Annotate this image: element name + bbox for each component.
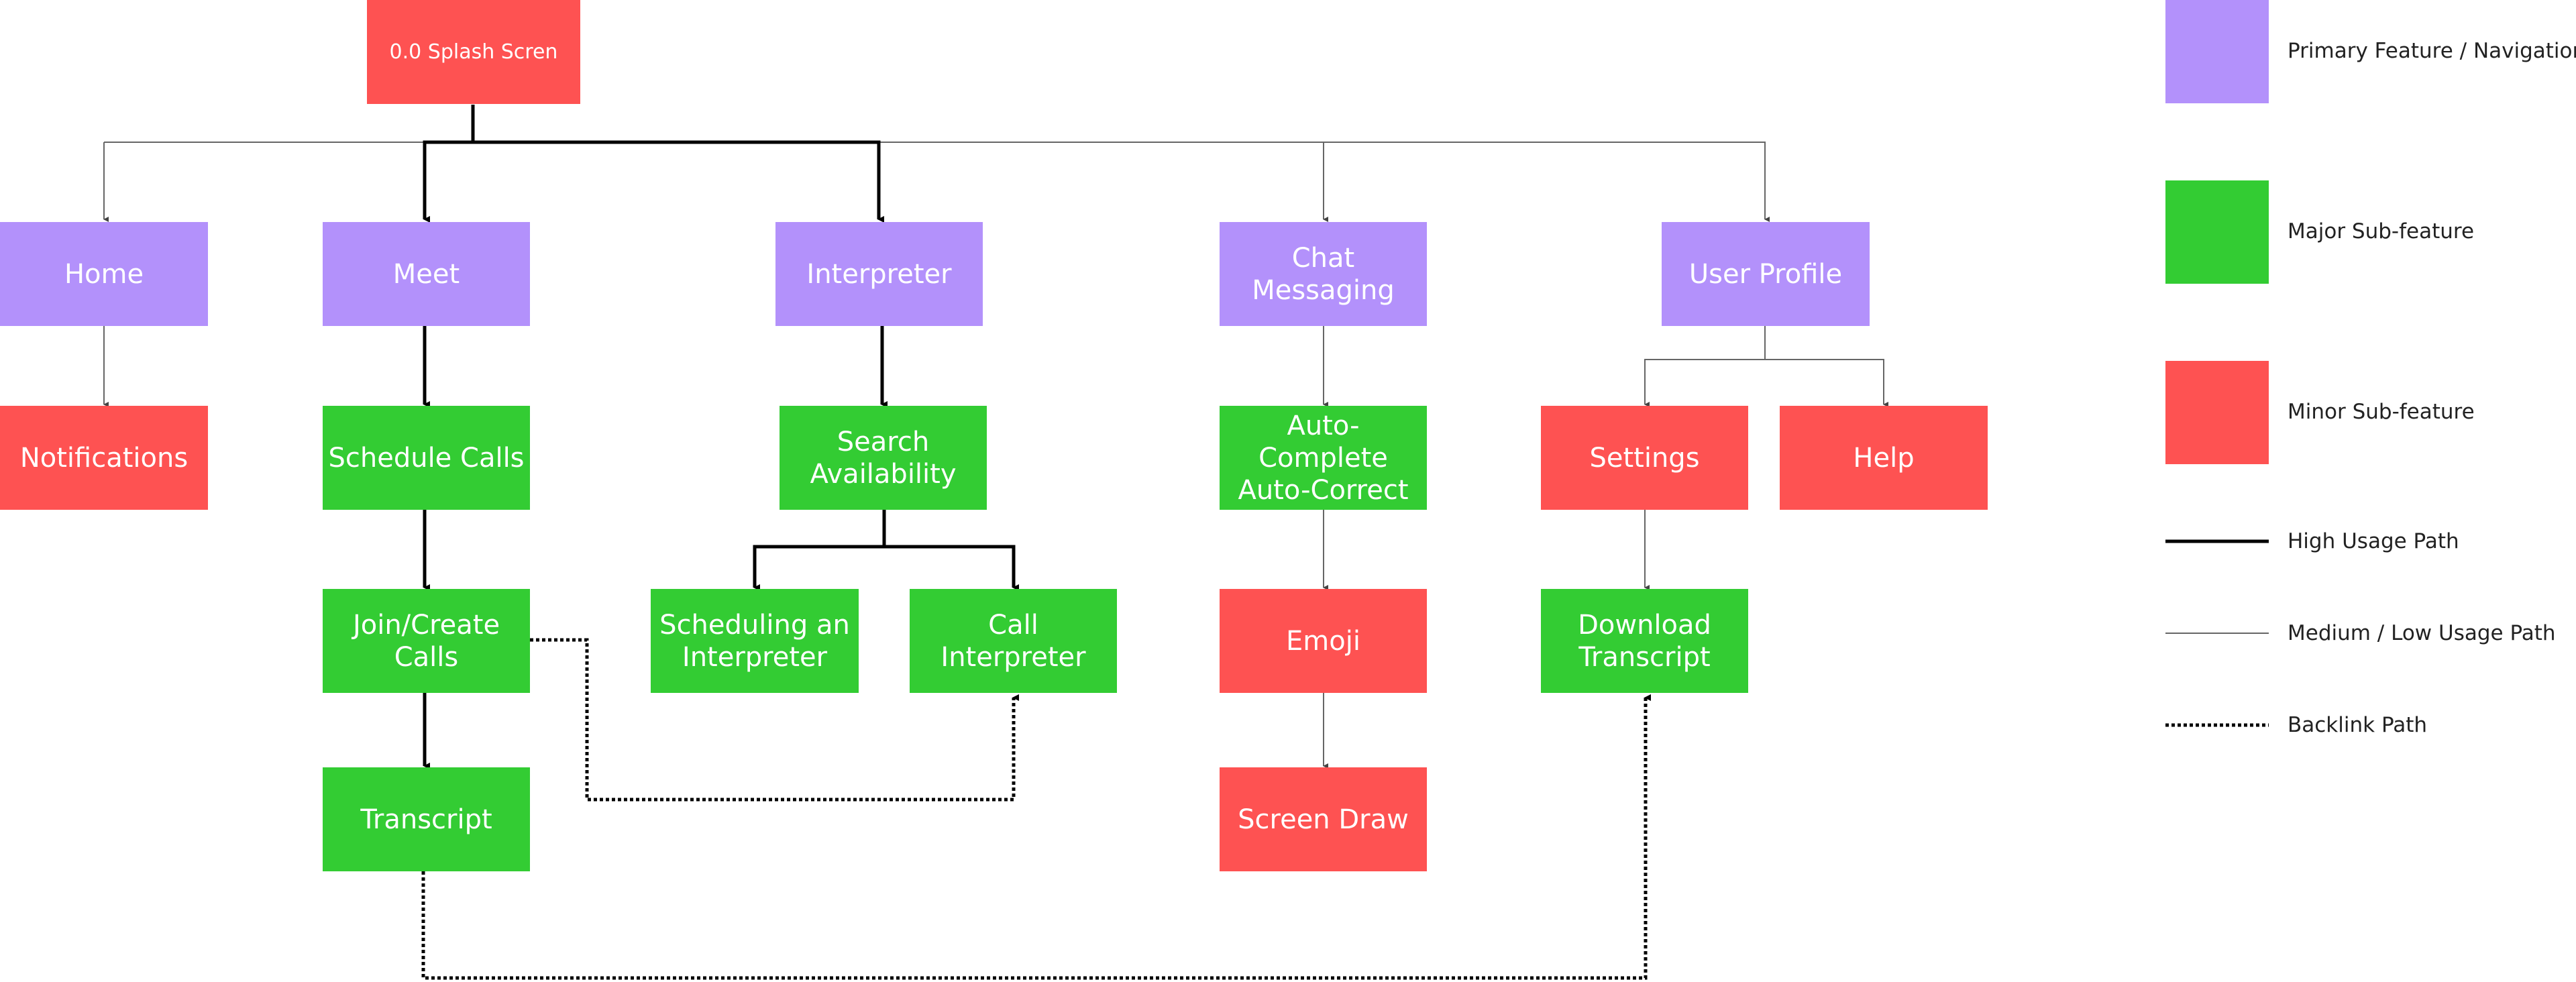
- node-screen-draw: Screen Draw: [1220, 767, 1427, 871]
- legend-high-label: High Usage Path: [2288, 529, 2459, 553]
- legend-primary-swatch: [2165, 0, 2269, 103]
- node-chat-messaging: Chat Messaging: [1220, 222, 1427, 326]
- edge-splash-meet: [423, 140, 473, 223]
- high-usage-paths: [423, 105, 1019, 769]
- node-search-availability: Search Availability: [780, 406, 987, 510]
- node-schedule-calls: Schedule Calls: [323, 406, 530, 510]
- node-join-create-calls: Join/Create Calls: [323, 589, 530, 693]
- node-transcript: Transcript: [323, 767, 530, 871]
- legend-backlink-label: Backlink Path: [2288, 713, 2428, 737]
- legend-minor-swatch: [2165, 361, 2269, 464]
- edge-search-scheduling: [753, 510, 886, 591]
- edge-profile-help: [1765, 359, 1888, 407]
- legend-minor-label: Minor Sub-feature: [2288, 400, 2475, 424]
- node-splash-screen: 0.0 Splash Scren: [367, 0, 580, 104]
- edge-splash-home: [104, 142, 473, 219]
- edge-splash-profile: [1324, 142, 1770, 222]
- node-emoji: Emoji: [1220, 589, 1427, 693]
- legend-major-label: Major Sub-feature: [2288, 219, 2475, 243]
- node-user-profile: User Profile: [1662, 222, 1870, 326]
- node-interpreter: Interpreter: [775, 222, 983, 326]
- node-scheduling-interpreter: Scheduling an Interpreter: [651, 589, 859, 693]
- edge-splash-chat: [879, 142, 1328, 222]
- edge-search-call: [884, 545, 1019, 591]
- node-notifications: Notifications: [0, 406, 208, 510]
- legend-major-swatch: [2165, 180, 2269, 284]
- node-home: Home: [0, 222, 208, 326]
- node-help: Help: [1780, 406, 1988, 510]
- node-settings: Settings: [1541, 406, 1748, 510]
- edge-profile-settings: [1644, 326, 1766, 407]
- legend-primary-label: Primary Feature / Navigation: [2288, 39, 2576, 63]
- edge-transcript-download-backlink: [421, 694, 1651, 980]
- medium-usage-paths: [104, 142, 1888, 769]
- edge-splash-interpreter: [473, 140, 884, 223]
- backlink-paths: [421, 638, 1651, 980]
- node-download-transcript: Download Transcript: [1541, 589, 1748, 693]
- edge-join-callinterpreter-backlink: [530, 638, 1019, 802]
- node-auto-complete: Auto-Complete Auto-Correct: [1220, 406, 1427, 510]
- node-call-interpreter: Call Interpreter: [910, 589, 1117, 693]
- legend-medium-label: Medium / Low Usage Path: [2288, 621, 2556, 645]
- legend-line-samples: [2165, 539, 2269, 727]
- node-meet: Meet: [323, 222, 530, 326]
